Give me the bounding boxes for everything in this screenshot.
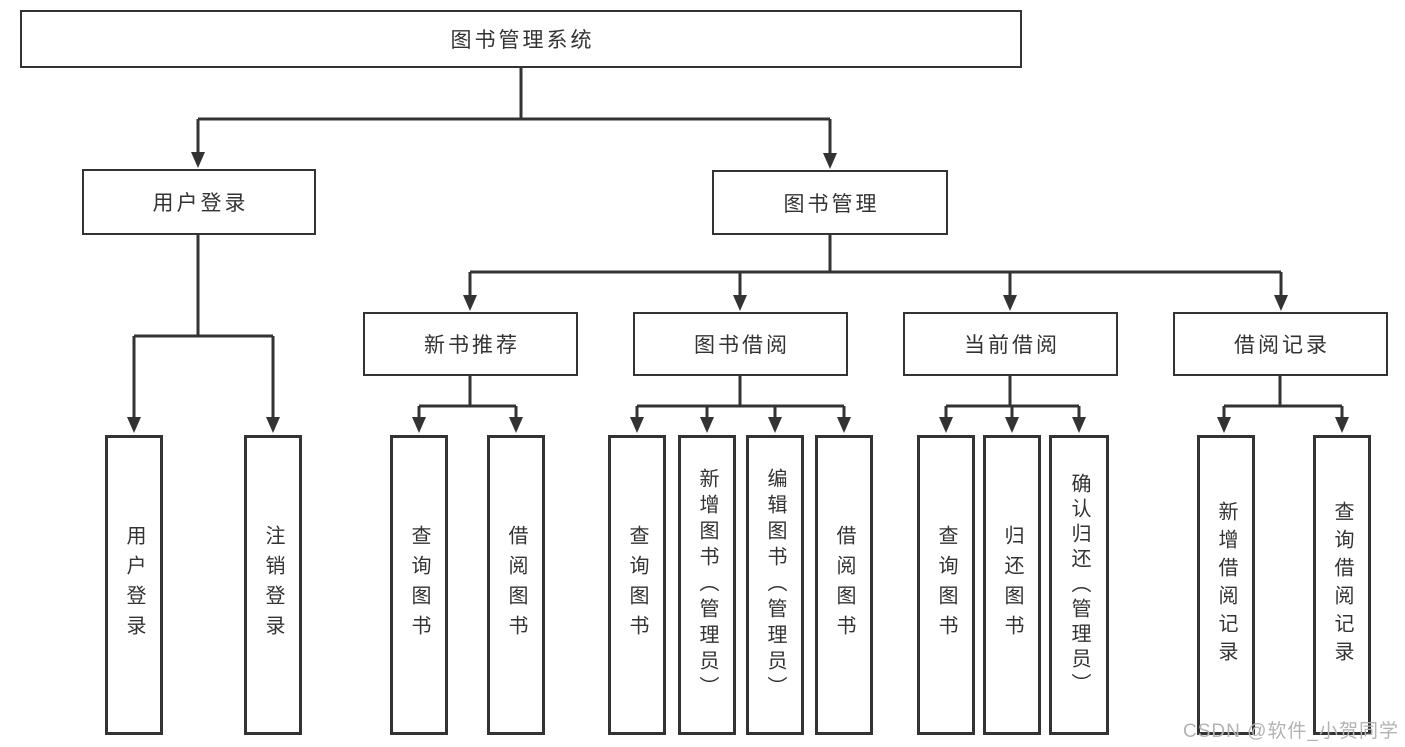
leaf-bb-add-books-admin: 新增图书（管理员）	[678, 435, 736, 735]
node-root-label: 图书管理系统	[450, 29, 595, 52]
leaf-label: 查询图书	[626, 525, 648, 645]
leaf-nb-borrow-books: 借阅图书	[487, 435, 545, 735]
arrowhead	[509, 417, 523, 433]
node-book-borrow-label: 图书借阅	[694, 334, 790, 357]
arrowhead	[191, 152, 205, 168]
node-current-borrow-label: 当前借阅	[964, 334, 1060, 357]
leaf-label: 借阅图书	[505, 525, 527, 645]
arrowhead	[1335, 417, 1349, 433]
arrowhead	[1217, 417, 1231, 433]
arrowhead	[700, 417, 714, 433]
leaf-br-add-record: 新增借阅记录	[1197, 435, 1255, 735]
arrowhead	[733, 295, 747, 311]
leaf-label: 查询图书	[408, 525, 430, 645]
leaf-label: 新增图书（管理员）	[696, 468, 718, 702]
connector-borrow-record-branch	[1217, 376, 1349, 433]
leaf-bb-query-books: 查询图书	[608, 435, 666, 735]
arrowhead	[412, 417, 426, 433]
arrowhead	[127, 417, 141, 433]
arrowhead	[463, 295, 477, 311]
leaf-br-query-record: 查询借阅记录	[1313, 435, 1371, 735]
leaf-label: 归还图书	[1001, 525, 1023, 645]
leaf-label: 注销登录	[262, 525, 284, 645]
connector-user-login-branch	[127, 235, 280, 433]
connector-root-to-level2	[191, 68, 837, 169]
node-user-login: 用户登录	[82, 169, 316, 235]
leaf-label: 借阅图书	[833, 525, 855, 645]
leaf-label: 新增借阅记录	[1215, 501, 1237, 669]
arrowhead	[630, 417, 644, 433]
connector-book-borrow-branch	[630, 376, 851, 433]
arrowhead	[266, 417, 280, 433]
arrowhead	[1003, 295, 1017, 311]
leaf-label: 查询图书	[935, 525, 957, 645]
csdn-watermark: CSDN @软件_小贺同学	[1183, 721, 1399, 742]
arrowhead	[1072, 417, 1086, 433]
node-book-management: 图书管理	[712, 170, 948, 235]
node-borrow-records-label: 借阅记录	[1234, 334, 1330, 357]
leaf-label: 编辑图书（管理员）	[764, 468, 786, 702]
node-book-management-label: 图书管理	[783, 192, 880, 216]
leaf-nb-query-books: 查询图书	[390, 435, 448, 735]
arrowhead	[768, 417, 782, 433]
leaf-bb-edit-books-admin: 编辑图书（管理员）	[746, 435, 804, 735]
arrowhead	[939, 417, 953, 433]
leaf-label: 查询借阅记录	[1331, 501, 1353, 669]
arrowhead	[823, 153, 837, 169]
leaf-label: 确认归还（管理员）	[1068, 472, 1090, 698]
leaf-cb-confirm-return-admin: 确认归还（管理员）	[1049, 435, 1109, 735]
connector-new-book-branch	[412, 376, 523, 433]
node-user-login-label: 用户登录	[152, 192, 249, 215]
leaf-cb-return-books: 归还图书	[983, 435, 1041, 735]
connector-book-management-branch	[463, 235, 1288, 311]
arrowhead	[837, 417, 851, 433]
leaf-label: 用户登录	[123, 525, 145, 645]
connector-current-borrow-branch	[939, 376, 1086, 433]
leaf-logout: 注销登录	[244, 435, 302, 735]
leaf-bb-borrow-books: 借阅图书	[815, 435, 873, 735]
leaf-user-login: 用户登录	[105, 435, 163, 735]
arrowhead	[1274, 295, 1288, 311]
node-current-borrow: 当前借阅	[903, 312, 1118, 376]
node-borrow-records: 借阅记录	[1173, 312, 1388, 376]
node-new-book-recommend: 新书推荐	[363, 312, 578, 376]
arrowhead	[1005, 417, 1019, 433]
node-root: 图书管理系统	[20, 10, 1022, 68]
node-book-borrow: 图书借阅	[633, 312, 848, 376]
leaf-cb-query-books: 查询图书	[917, 435, 975, 735]
node-new-book-recommend-label: 新书推荐	[424, 334, 520, 357]
